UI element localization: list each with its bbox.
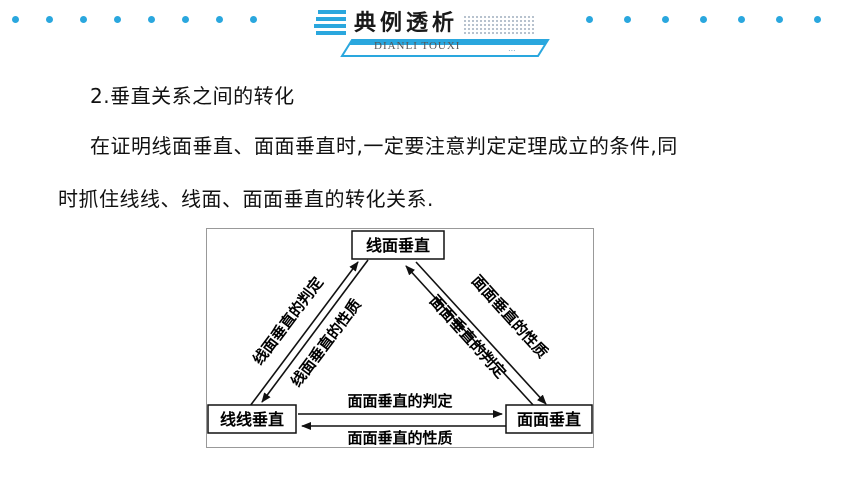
- arrow-right-inner: [405, 265, 535, 407]
- node-left: 线线垂直: [220, 410, 284, 429]
- dot-icon: [662, 16, 669, 23]
- dot-icon: [624, 16, 631, 23]
- dot-texture-icon: [462, 14, 534, 36]
- dot-icon: [148, 16, 155, 23]
- node-left-box: [207, 404, 297, 434]
- diagram-svg: 线面垂直 线线垂直 面面垂直 线面垂直的判定 线面垂直的性质 面面垂直的性质 面…: [206, 228, 594, 448]
- node-right: 面面垂直: [517, 410, 581, 429]
- dot-icon: [12, 16, 19, 23]
- dot-icon: [586, 16, 593, 23]
- banner-subtitle: DIANLI TOUXI: [374, 40, 461, 52]
- right-dot-row: [586, 16, 852, 28]
- left-dot-row: [12, 16, 284, 28]
- arrow-left-outer: [249, 261, 359, 407]
- dot-icon: [700, 16, 707, 23]
- node-top: 线面垂直: [366, 236, 430, 255]
- dot-icon: [46, 16, 53, 23]
- dot-icon: [814, 16, 821, 23]
- node-right-box: [505, 404, 593, 434]
- stripes-icon: [314, 10, 346, 35]
- svg-text:∙∙∙: ∙∙∙: [508, 45, 516, 55]
- paragraph-line-1: 在证明线面垂直、面面垂直时,一定要注意判定定理成立的条件,同: [90, 134, 678, 158]
- dot-icon: [776, 16, 783, 23]
- dot-icon: [114, 16, 121, 23]
- dot-icon: [80, 16, 87, 23]
- edge-bottom-lower-label: 面面垂直的性质: [347, 429, 452, 447]
- edge-bottom-upper-label: 面面垂直的判定: [347, 392, 452, 410]
- section-banner: ∙∙∙ 典例透析 DIANLI TOUXI: [0, 0, 860, 62]
- title-badge: ∙∙∙ 典例透析 DIANLI TOUXI: [312, 0, 554, 60]
- banner-title: 典例透析: [354, 10, 459, 36]
- section-heading: 2.垂直关系之间的转化: [90, 84, 295, 108]
- perpendicular-relation-diagram: 线面垂直 线线垂直 面面垂直 线面垂直的判定 线面垂直的性质 面面垂直的性质 面…: [206, 228, 594, 452]
- paragraph-line-2: 时抓住线线、线面、面面垂直的转化关系.: [58, 187, 434, 211]
- node-top-box: [351, 230, 445, 260]
- dot-icon: [250, 16, 257, 23]
- dot-icon: [216, 16, 223, 23]
- badge-graphic: ∙∙∙: [314, 10, 550, 57]
- arrow-left-inner: [261, 259, 369, 403]
- dot-icon: [738, 16, 745, 23]
- arrow-right-outer: [415, 261, 547, 405]
- dot-icon: [182, 16, 189, 23]
